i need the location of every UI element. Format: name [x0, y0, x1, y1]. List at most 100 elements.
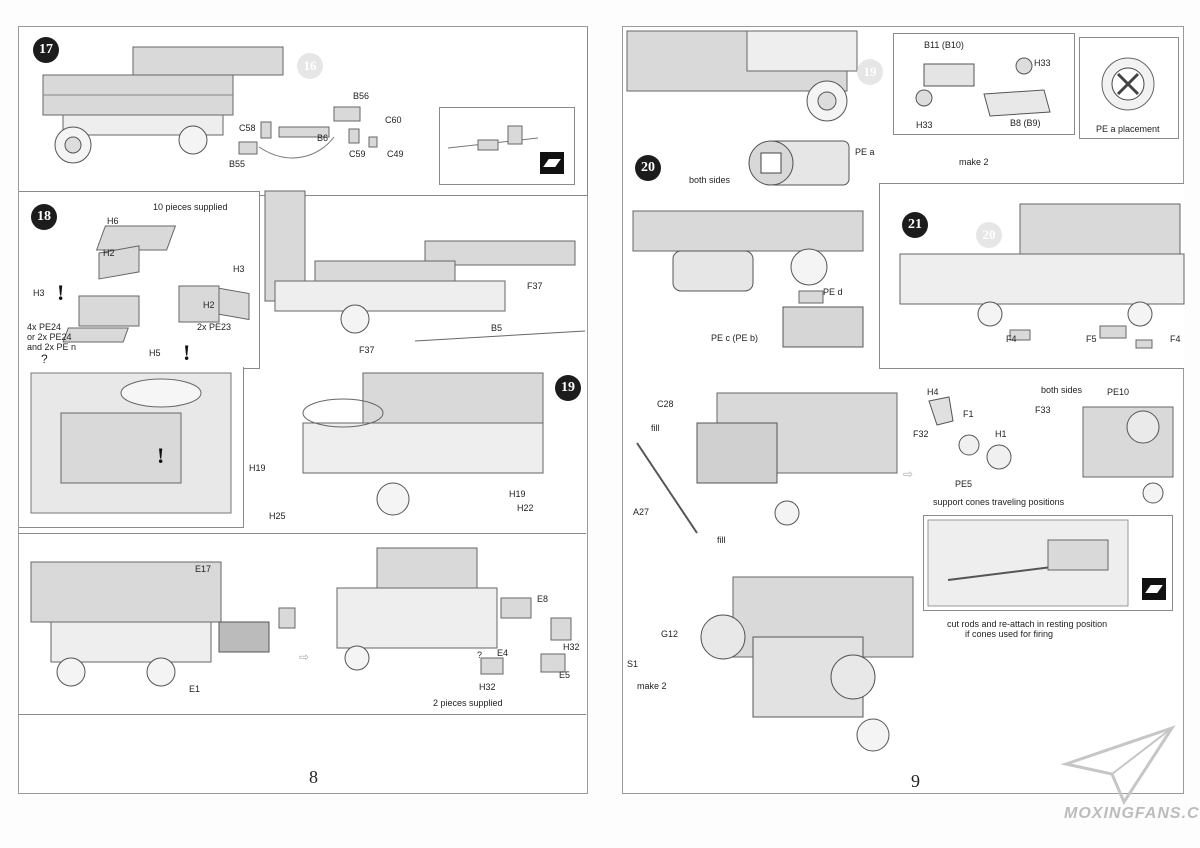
lower-left-assembly-drawing [637, 383, 903, 553]
part-label-h32-b: H32 [479, 682, 496, 692]
page-number-left: 8 [309, 767, 318, 787]
lower-right-assembly-drawing [1043, 397, 1179, 507]
part-label-b8: B8 (B9) [1010, 118, 1041, 128]
step17-inset [439, 107, 575, 185]
part-label-h22: H22 [517, 503, 534, 513]
arrow-right-b: ⇨ [903, 467, 914, 481]
part-label-c60: C60 [385, 115, 402, 125]
warning-exclamation-b: ! [183, 340, 191, 365]
part-label-h1: H1 [995, 429, 1007, 439]
bottom-supplied-note: 2 pieces supplied [433, 698, 503, 708]
part-label-h19-a: H19 [249, 463, 266, 473]
support-cones-parts-drawing [919, 391, 1039, 481]
pe-a-placement-drawing [1098, 54, 1158, 114]
part-label-b5: B5 [491, 323, 503, 333]
step18-pe24-note-1: 4x PE24 [27, 322, 62, 332]
part-label-pe5: PE5 [955, 479, 973, 489]
cut-rods-note-1: cut rods and re-attach in resting positi… [947, 619, 1108, 629]
step18-supplied-note: 10 pieces supplied [153, 202, 228, 212]
step21-panel: 21 20 F4 F5 F4 [879, 183, 1184, 369]
step20-make2: make 2 [959, 157, 989, 167]
step21-assembly-drawing [900, 204, 1184, 334]
part-label-h25: H25 [269, 511, 286, 521]
step18-pe23-note: 2x PE23 [197, 322, 232, 332]
part-label-h33-a: H33 [1034, 58, 1051, 68]
step20-tank-parts-drawing [914, 54, 1064, 124]
part-label-c28: C28 [657, 399, 674, 409]
watermark-text: MOXINGFANS.COM [1064, 805, 1200, 822]
part-label-c58: C58 [239, 123, 256, 133]
part-label-f33: F33 [1035, 405, 1051, 415]
part-label-e1: E1 [189, 684, 201, 694]
part-label-g12: G12 [661, 629, 679, 639]
warning-exclamation-a: ! [57, 280, 65, 305]
bottom-right-drawing [337, 548, 517, 688]
part-label-f37-a: F37 [527, 281, 543, 291]
part-label-pe-d: PE d [823, 287, 843, 297]
step20-chassis-drawing [627, 31, 887, 141]
step19-assembly-drawing [263, 373, 553, 523]
arrow-right-a: ⇨ [299, 650, 310, 664]
step17-inset-drawing [448, 118, 538, 168]
part-label-pe-c: PE c (PE b) [711, 333, 759, 343]
cut-icon-right [1142, 578, 1166, 600]
part-label-e4: E4 [497, 648, 509, 658]
part-label-h2-b: H2 [203, 300, 215, 310]
part-label-h4: H4 [927, 387, 939, 397]
step17-parts-drawing [239, 97, 439, 177]
part-label-pe-a: PE a [855, 147, 875, 157]
step19-bottom-panel: E17 E1 ⇨ E8 E4 H32 H32 E5 ? 2 pieces sup… [19, 533, 586, 715]
step21-prev-step-badge: 20 [976, 222, 1002, 248]
part-label-h3-b: H3 [33, 288, 45, 298]
step17-panel: 17 16 B56 C58 B6 C60 C59 C49 B55 [19, 27, 588, 196]
part-label-b6: B6 [317, 133, 329, 143]
bottom-assembly-drawing [693, 567, 923, 757]
step18-badge: 18 [31, 204, 57, 230]
step18-panel: 18 10 pieces supplied H6 H2 H3 H3 H2 H5 … [19, 191, 260, 369]
cut-rods-drawing [928, 520, 1128, 606]
step21-badge: 21 [902, 212, 928, 238]
step20-both-sides: both sides [689, 175, 731, 185]
step18-pe24-note-3: and 2x PE n [27, 342, 77, 352]
part-label-h2-a: H2 [103, 248, 115, 258]
pe-a-placement-inset: PE a placement [1079, 37, 1179, 139]
part-label-h19-b: H19 [509, 489, 526, 499]
bottom-right-parts [481, 598, 581, 688]
part-label-b56: B56 [353, 91, 370, 101]
part-label-f1: F1 [963, 409, 974, 419]
part-label-e17: E17 [195, 564, 212, 574]
step18-assembly-drawing [265, 191, 585, 367]
part-label-h5: H5 [149, 348, 161, 358]
step19-detail-panel: ! [19, 367, 244, 528]
part-label-a27: A27 [633, 507, 650, 517]
part-label-c49: C49 [387, 149, 404, 159]
part-label-c59: C59 [349, 149, 366, 159]
bottom-question: ? [477, 650, 483, 660]
pe-a-placement-label: PE a placement [1096, 124, 1160, 134]
cut-rods-inset [923, 515, 1173, 611]
fill-label-a: fill [651, 423, 660, 433]
step18-question: ? [41, 352, 48, 366]
part-label-h6: H6 [107, 216, 119, 226]
step20-lower-drawing [633, 211, 869, 361]
paper-plane-logo-icon [1064, 724, 1174, 804]
step20-tank-drawing [749, 131, 859, 201]
warning-exclamation-c: ! [157, 443, 165, 468]
left-page: 17 16 B56 C58 B6 C60 C59 C49 B55 [18, 26, 588, 794]
step20-prev-step-badge: 19 [857, 59, 883, 85]
bottom-make2: make 2 [637, 681, 667, 691]
bottom-left-drawing [31, 552, 221, 702]
support-cones-note: support cones traveling positions [933, 497, 1065, 507]
step18-pe24-note-2: or 2x PE24 [27, 332, 72, 342]
bottom-left-box-part [219, 608, 299, 658]
step19-detail-drawing [31, 373, 231, 513]
step21-parts-drawing [1010, 324, 1160, 354]
part-label-h32-a: H32 [563, 642, 580, 652]
step19-badge: 19 [555, 375, 581, 401]
step17-prev-step-badge: 16 [297, 53, 323, 79]
part-label-f37-b: F37 [359, 345, 375, 355]
part-label-pe10: PE10 [1107, 387, 1130, 397]
part-label-f32: F32 [913, 429, 929, 439]
part-label-s1: S1 [627, 659, 639, 669]
cut-icon [540, 152, 564, 174]
